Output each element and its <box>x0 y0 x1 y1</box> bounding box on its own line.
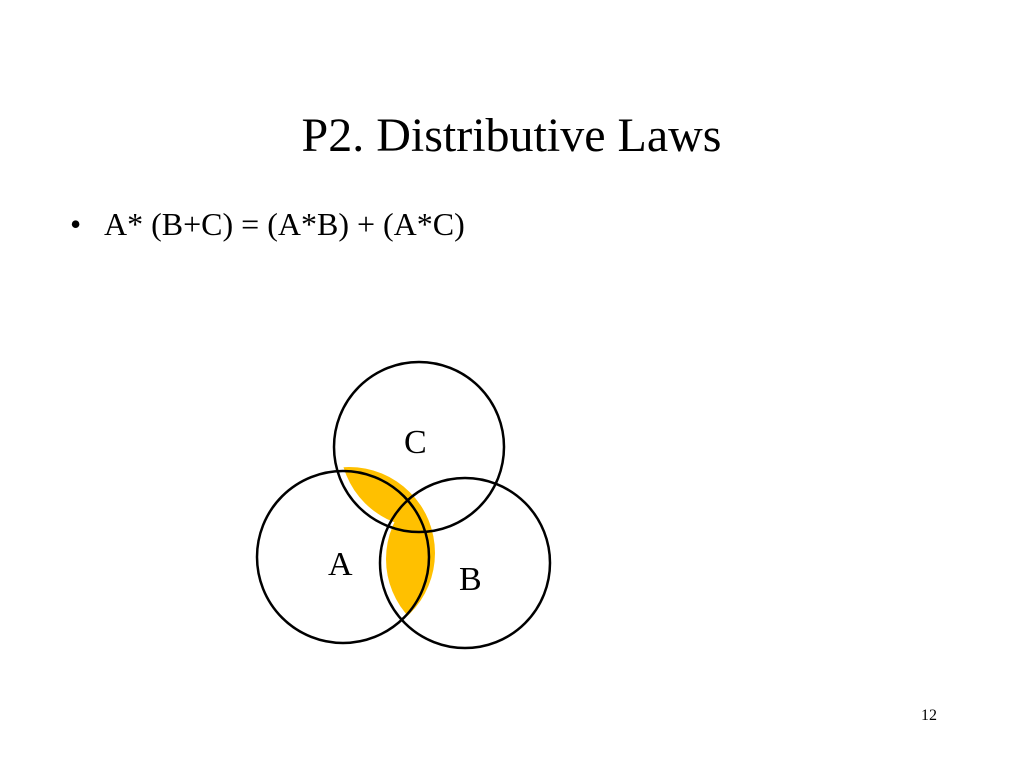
set-circle-c <box>332 360 506 534</box>
bullet-marker: • <box>70 206 82 242</box>
highlight-a-and-c <box>340 467 435 528</box>
set-label-a: A <box>328 546 353 583</box>
bullet-list: • A* (B+C) = (A*B) + (A*C) <box>70 200 465 248</box>
slide-title: P2. Distributive Laws <box>301 109 722 162</box>
set-circle-a <box>255 469 431 645</box>
set-label-c: C <box>404 424 427 461</box>
page-number: 12 <box>921 707 937 724</box>
bullet-text: A* (B+C) = (A*B) + (A*C) <box>104 206 465 242</box>
set-label-b: B <box>459 561 482 598</box>
set-circle-b <box>378 476 552 650</box>
bullet-item: • A* (B+C) = (A*B) + (A*C) <box>70 200 465 248</box>
